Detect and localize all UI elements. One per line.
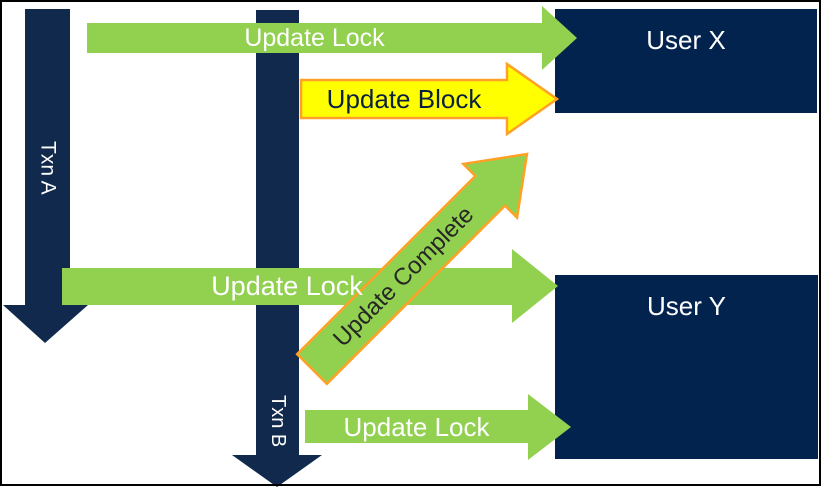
update-lock-2-arrow-shape xyxy=(62,249,558,323)
user-x-box xyxy=(555,9,817,113)
update-lock-1-arrow-shape xyxy=(87,6,577,70)
update-complete-arrow-shape xyxy=(295,152,529,386)
user-y-label: User Y xyxy=(647,291,726,321)
txn-a-arrow-shape xyxy=(3,9,88,343)
user-y-box xyxy=(555,275,818,459)
update-lock-3-label: Update Lock xyxy=(343,412,490,442)
txn-b-label: Txn B xyxy=(267,394,289,448)
txn-a-label: Txn A xyxy=(36,141,60,195)
update-lock-2-label: Update Lock xyxy=(211,271,363,301)
user-x-label: User X xyxy=(646,25,726,55)
txn-b-arrow-shape xyxy=(232,10,322,487)
update-block-label: Update Block xyxy=(326,84,482,114)
update-lock-1-label: Update Lock xyxy=(244,24,385,52)
update-block-arrow-shape xyxy=(299,61,560,137)
update-lock-3-arrow-shape xyxy=(305,394,571,460)
